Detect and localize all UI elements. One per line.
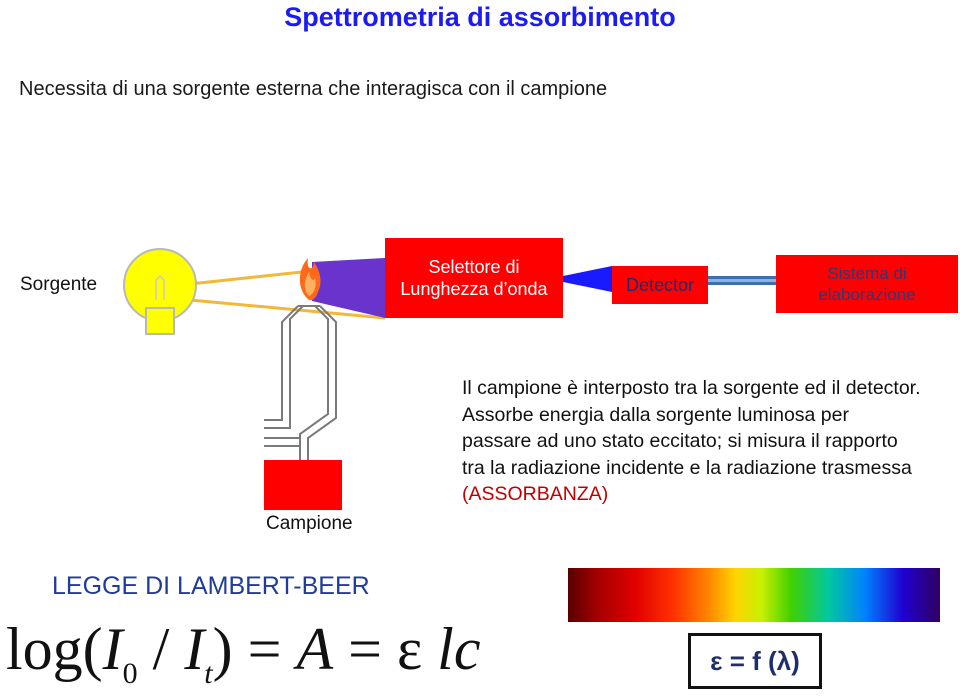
processing-system-box: Sistema di elaborazione <box>776 255 958 313</box>
sample-beam <box>312 258 385 318</box>
selector-label-line1: Selettore di <box>428 256 520 277</box>
light-bulb-icon <box>123 248 197 335</box>
light-ray-bottom <box>189 298 386 320</box>
system-label-line1: Sistema di <box>827 263 907 283</box>
description-text: Il campione è interposto tra la sorgente… <box>462 375 922 508</box>
epsilon-formula: ε = f (λ) <box>710 645 800 676</box>
epsilon-formula-box: ε = f (λ) <box>688 633 822 689</box>
wavelength-selector-box: Selettore di Lunghezza d’onda <box>385 238 563 318</box>
flame-icon <box>299 258 321 301</box>
description-body: Il campione è interposto tra la sorgente… <box>462 377 921 479</box>
detector-box: Detector <box>612 266 708 304</box>
burner-icon <box>264 305 337 460</box>
detector-label: Detector <box>625 274 695 295</box>
system-label-line2: elaborazione <box>818 285 916 304</box>
sample-container <box>264 460 342 510</box>
lambert-beer-formula: log(I0 / It) = A = ε lc <box>6 616 481 690</box>
page-title: Spettrometria di assorbimento <box>284 2 676 32</box>
selector-label-line2: Lunghezza d’onda <box>400 279 548 299</box>
source-label: Sorgente <box>20 274 98 295</box>
sample-label: Campione <box>266 513 353 534</box>
subtitle: Necessita di una sorgente esterna che in… <box>19 78 608 100</box>
law-title: LEGGE DI LAMBERT-BEER <box>52 572 370 600</box>
absorption-spectrum-image <box>568 568 940 622</box>
description-highlight: (ASSORBANZA) <box>462 483 609 506</box>
selected-beam <box>563 266 612 292</box>
